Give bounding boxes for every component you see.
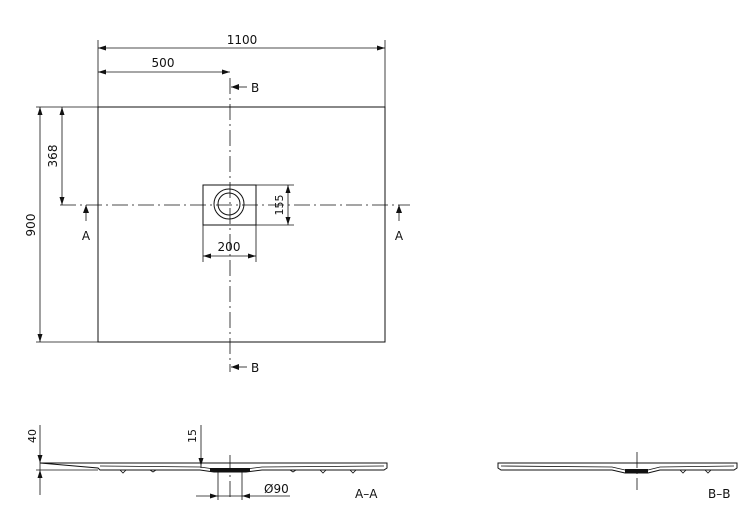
section-b-top-arrow bbox=[231, 84, 239, 90]
section-b-bottom-arrow bbox=[231, 364, 239, 370]
tray-outline bbox=[97, 106, 386, 343]
dim-arrow bbox=[285, 217, 291, 225]
section-aa-ribs bbox=[119, 469, 357, 474]
section-a-left-label: A bbox=[82, 229, 91, 243]
dim-155-label: 155 bbox=[273, 195, 286, 216]
section-b-bottom-label: B bbox=[251, 361, 259, 375]
section-bb-ribs bbox=[679, 469, 712, 474]
drain-outer-circle bbox=[213, 188, 245, 220]
dim-arrow bbox=[210, 493, 218, 499]
dim-arrow bbox=[285, 185, 291, 193]
dim-arrow bbox=[37, 334, 43, 342]
dim-arrow bbox=[198, 458, 204, 466]
dim-arrow bbox=[59, 197, 65, 205]
section-bb-view: B–B bbox=[497, 452, 738, 501]
section-bb-drain bbox=[625, 469, 648, 473]
section-a-right-arrow bbox=[396, 205, 402, 213]
section-aa-view: 40 15 Ø90 A–A bbox=[26, 425, 388, 501]
drain-inner-circle bbox=[217, 192, 241, 216]
dim-arrow bbox=[98, 69, 106, 75]
dim-arrow bbox=[59, 107, 65, 115]
section-b-top-label: B bbox=[251, 81, 259, 95]
dim-40-label: 40 bbox=[26, 429, 39, 443]
dim-15-label: 15 bbox=[186, 429, 199, 443]
plan-view: 1100 500 900 368 200 155 B bbox=[24, 33, 410, 375]
dim-arrow bbox=[377, 45, 385, 51]
dim-arrow bbox=[37, 455, 43, 463]
dim-arrow bbox=[242, 493, 250, 499]
dim-500-label: 500 bbox=[152, 56, 175, 70]
dim-arrow bbox=[37, 107, 43, 115]
dim-arrow bbox=[248, 253, 256, 259]
dim-arrow bbox=[37, 470, 43, 478]
dim-200-label: 200 bbox=[218, 240, 241, 254]
section-bb-surface bbox=[500, 465, 735, 471]
dim-1100-label: 1100 bbox=[227, 33, 258, 47]
section-aa-title: A–A bbox=[355, 487, 378, 501]
section-a-left-arrow bbox=[83, 205, 89, 213]
dim-900-label: 900 bbox=[24, 214, 38, 237]
dim-d90-label: Ø90 bbox=[264, 482, 289, 496]
dim-arrow bbox=[98, 45, 106, 51]
section-a-right-label: A bbox=[395, 229, 404, 243]
dim-368-label: 368 bbox=[46, 145, 60, 168]
section-bb-title: B–B bbox=[708, 487, 730, 501]
dim-arrow bbox=[222, 69, 230, 75]
dim-arrow bbox=[203, 253, 211, 259]
